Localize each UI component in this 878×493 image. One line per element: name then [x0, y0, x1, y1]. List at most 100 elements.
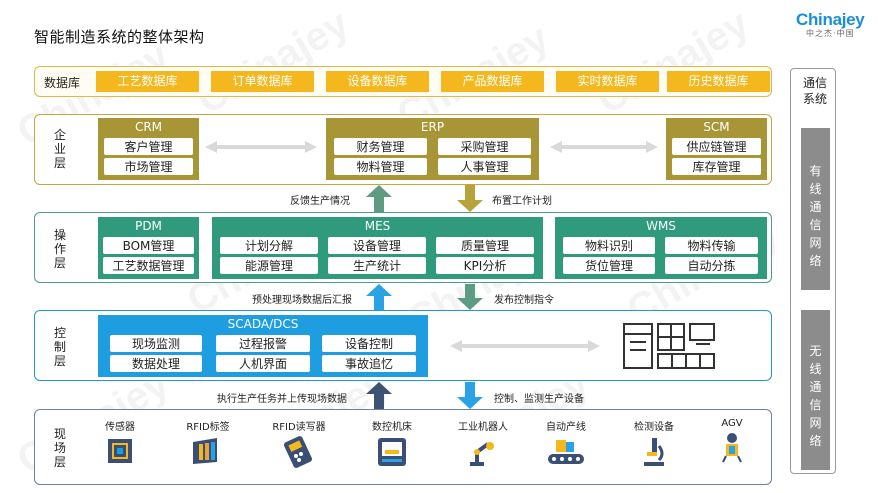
field-item-label: 传感器 [105, 422, 135, 433]
field-agv: AGV [712, 418, 752, 464]
upload-label: 执行生产任务并上传现场数据 [217, 394, 347, 405]
operation-layer-label: 操作层 [53, 228, 66, 270]
wms-title: WMS [646, 219, 676, 233]
report-label: 预处理现场数据后汇报 [252, 295, 352, 306]
field-item-label: 自动产线 [546, 422, 586, 433]
monitor-label: 控制、监测生产设备 [494, 394, 584, 405]
wms-item: 自动分拣 [665, 257, 758, 274]
mes-item: 生产统计 [328, 257, 426, 274]
rfid-tag-icon [193, 438, 217, 464]
rfid-reader-icon [284, 436, 312, 468]
erp-item: 物料管理 [334, 158, 427, 175]
mes-item: 质量管理 [436, 237, 534, 254]
watermark: Chinajey [189, 1, 357, 123]
wireless-network-label: 无线通信网络 [809, 344, 822, 448]
mes-item: 能源管理 [220, 257, 318, 274]
double-arrow-icon [550, 141, 658, 153]
brand-logo: Chinajey 中之杰·中国 [796, 10, 865, 39]
crm-item: 客户管理 [104, 138, 193, 155]
wms-item: 物料识别 [563, 237, 655, 254]
scm-title: SCM [703, 120, 730, 134]
double-arrow-icon [205, 141, 317, 153]
wired-network-label: 有线通信网络 [809, 164, 822, 268]
mes-item: 设备管理 [328, 237, 426, 254]
scada-item: 过程报警 [216, 335, 310, 352]
scada-title: SCADA/DCS [227, 317, 299, 331]
page-title: 智能制造系统的整体架构 [34, 28, 205, 46]
field-item-label: RFID读写器 [272, 422, 326, 433]
scm-item: 供应链管理 [672, 138, 761, 155]
wired-network-bar: 有线通信网络 [801, 128, 830, 290]
db-process: 工艺数据库 [96, 71, 199, 92]
wms-item: 物料传输 [665, 237, 758, 254]
mes-item: 计划分解 [220, 237, 318, 254]
mes-title: MES [364, 219, 391, 233]
agv-robot-icon [722, 433, 742, 463]
scada-module: SCADA/DCS 现场监测 过程报警 设备控制 数据处理 人机界面 事故追忆 [98, 315, 428, 377]
feedback-label: 反馈生产情况 [290, 196, 350, 207]
field-sensor: 传感器 [94, 418, 146, 466]
plan-label: 布置工作计划 [492, 196, 552, 207]
pdm-item: 工艺数据管理 [103, 257, 194, 274]
field-cnc: 数控机床 [366, 418, 418, 468]
erp-item: 人事管理 [438, 158, 531, 175]
db-history: 历史数据库 [667, 71, 770, 92]
field-item-label: RFID标签 [186, 422, 230, 433]
scada-item: 现场监测 [110, 335, 202, 352]
field-inspection: 检测设备 [626, 418, 682, 468]
wms-item: 货位管理 [563, 257, 655, 274]
robot-arm-icon [470, 442, 494, 466]
command-label: 发布控制指令 [494, 295, 554, 306]
field-item-label: 工业机器人 [458, 422, 508, 433]
microscope-icon [644, 438, 664, 466]
mes-item: KPI分析 [436, 257, 534, 274]
db-product: 产品数据库 [441, 71, 544, 92]
wireless-network-bar: 无线通信网络 [801, 310, 830, 470]
erp-title: ERP [420, 120, 445, 134]
database-layer-label: 数据库 [44, 76, 81, 90]
down-arrow-icon [457, 284, 483, 310]
up-arrow-icon [366, 382, 392, 409]
control-layer-label: 控制层 [53, 326, 66, 368]
crm-item: 市场管理 [104, 158, 193, 175]
sensor-icon [108, 439, 132, 463]
enterprise-layer-label: 企业层 [53, 128, 66, 170]
control-system-icon [623, 323, 715, 369]
field-production-line: 自动产线 [538, 418, 594, 468]
field-item-label: 检测设备 [634, 422, 674, 433]
field-item-label: 数控机床 [372, 422, 412, 433]
scm-module: SCM 供应链管理 库存管理 [666, 118, 767, 180]
erp-item: 财务管理 [334, 138, 427, 155]
field-rfid-reader: RFID读写器 [268, 418, 330, 468]
field-layer-label: 现场层 [53, 427, 66, 469]
logo-subtitle: 中之杰·中国 [805, 29, 855, 38]
down-arrow-icon [457, 382, 483, 409]
db-equipment: 设备数据库 [326, 71, 429, 92]
erp-module: ERP 财务管理 采购管理 物料管理 人事管理 [326, 118, 539, 180]
pdm-title: PDM [135, 219, 162, 233]
db-order: 订单数据库 [211, 71, 314, 92]
up-arrow-icon [366, 284, 392, 310]
crm-title: CRM [134, 120, 163, 134]
mes-module: MES 计划分解 设备管理 质量管理 能源管理 生产统计 KPI分析 [212, 217, 543, 279]
up-arrow-icon [366, 185, 392, 212]
field-item-label: AGV [721, 418, 743, 429]
cnc-machine-icon [378, 438, 406, 466]
scada-item: 人机界面 [216, 355, 310, 372]
comm-system-title: 通信系统 [802, 76, 827, 106]
double-arrow-icon [450, 340, 600, 352]
wms-module: WMS 物料识别 物料传输 货位管理 自动分拣 [555, 217, 767, 279]
scada-item: 事故追忆 [322, 355, 416, 372]
field-rfid-tag: RFID标签 [180, 418, 236, 466]
logo-brand: Chinajey [796, 10, 865, 29]
scm-item: 库存管理 [672, 158, 761, 175]
scada-item: 设备控制 [322, 335, 416, 352]
field-robot: 工业机器人 [450, 418, 516, 468]
pdm-item: BOM管理 [103, 237, 194, 254]
down-arrow-icon [457, 185, 483, 212]
db-realtime: 实时数据库 [556, 71, 659, 92]
scada-item: 数据处理 [110, 355, 202, 372]
erp-item: 采购管理 [438, 138, 531, 155]
watermark: Chinajey [589, 1, 757, 123]
conveyor-icon [548, 440, 584, 464]
